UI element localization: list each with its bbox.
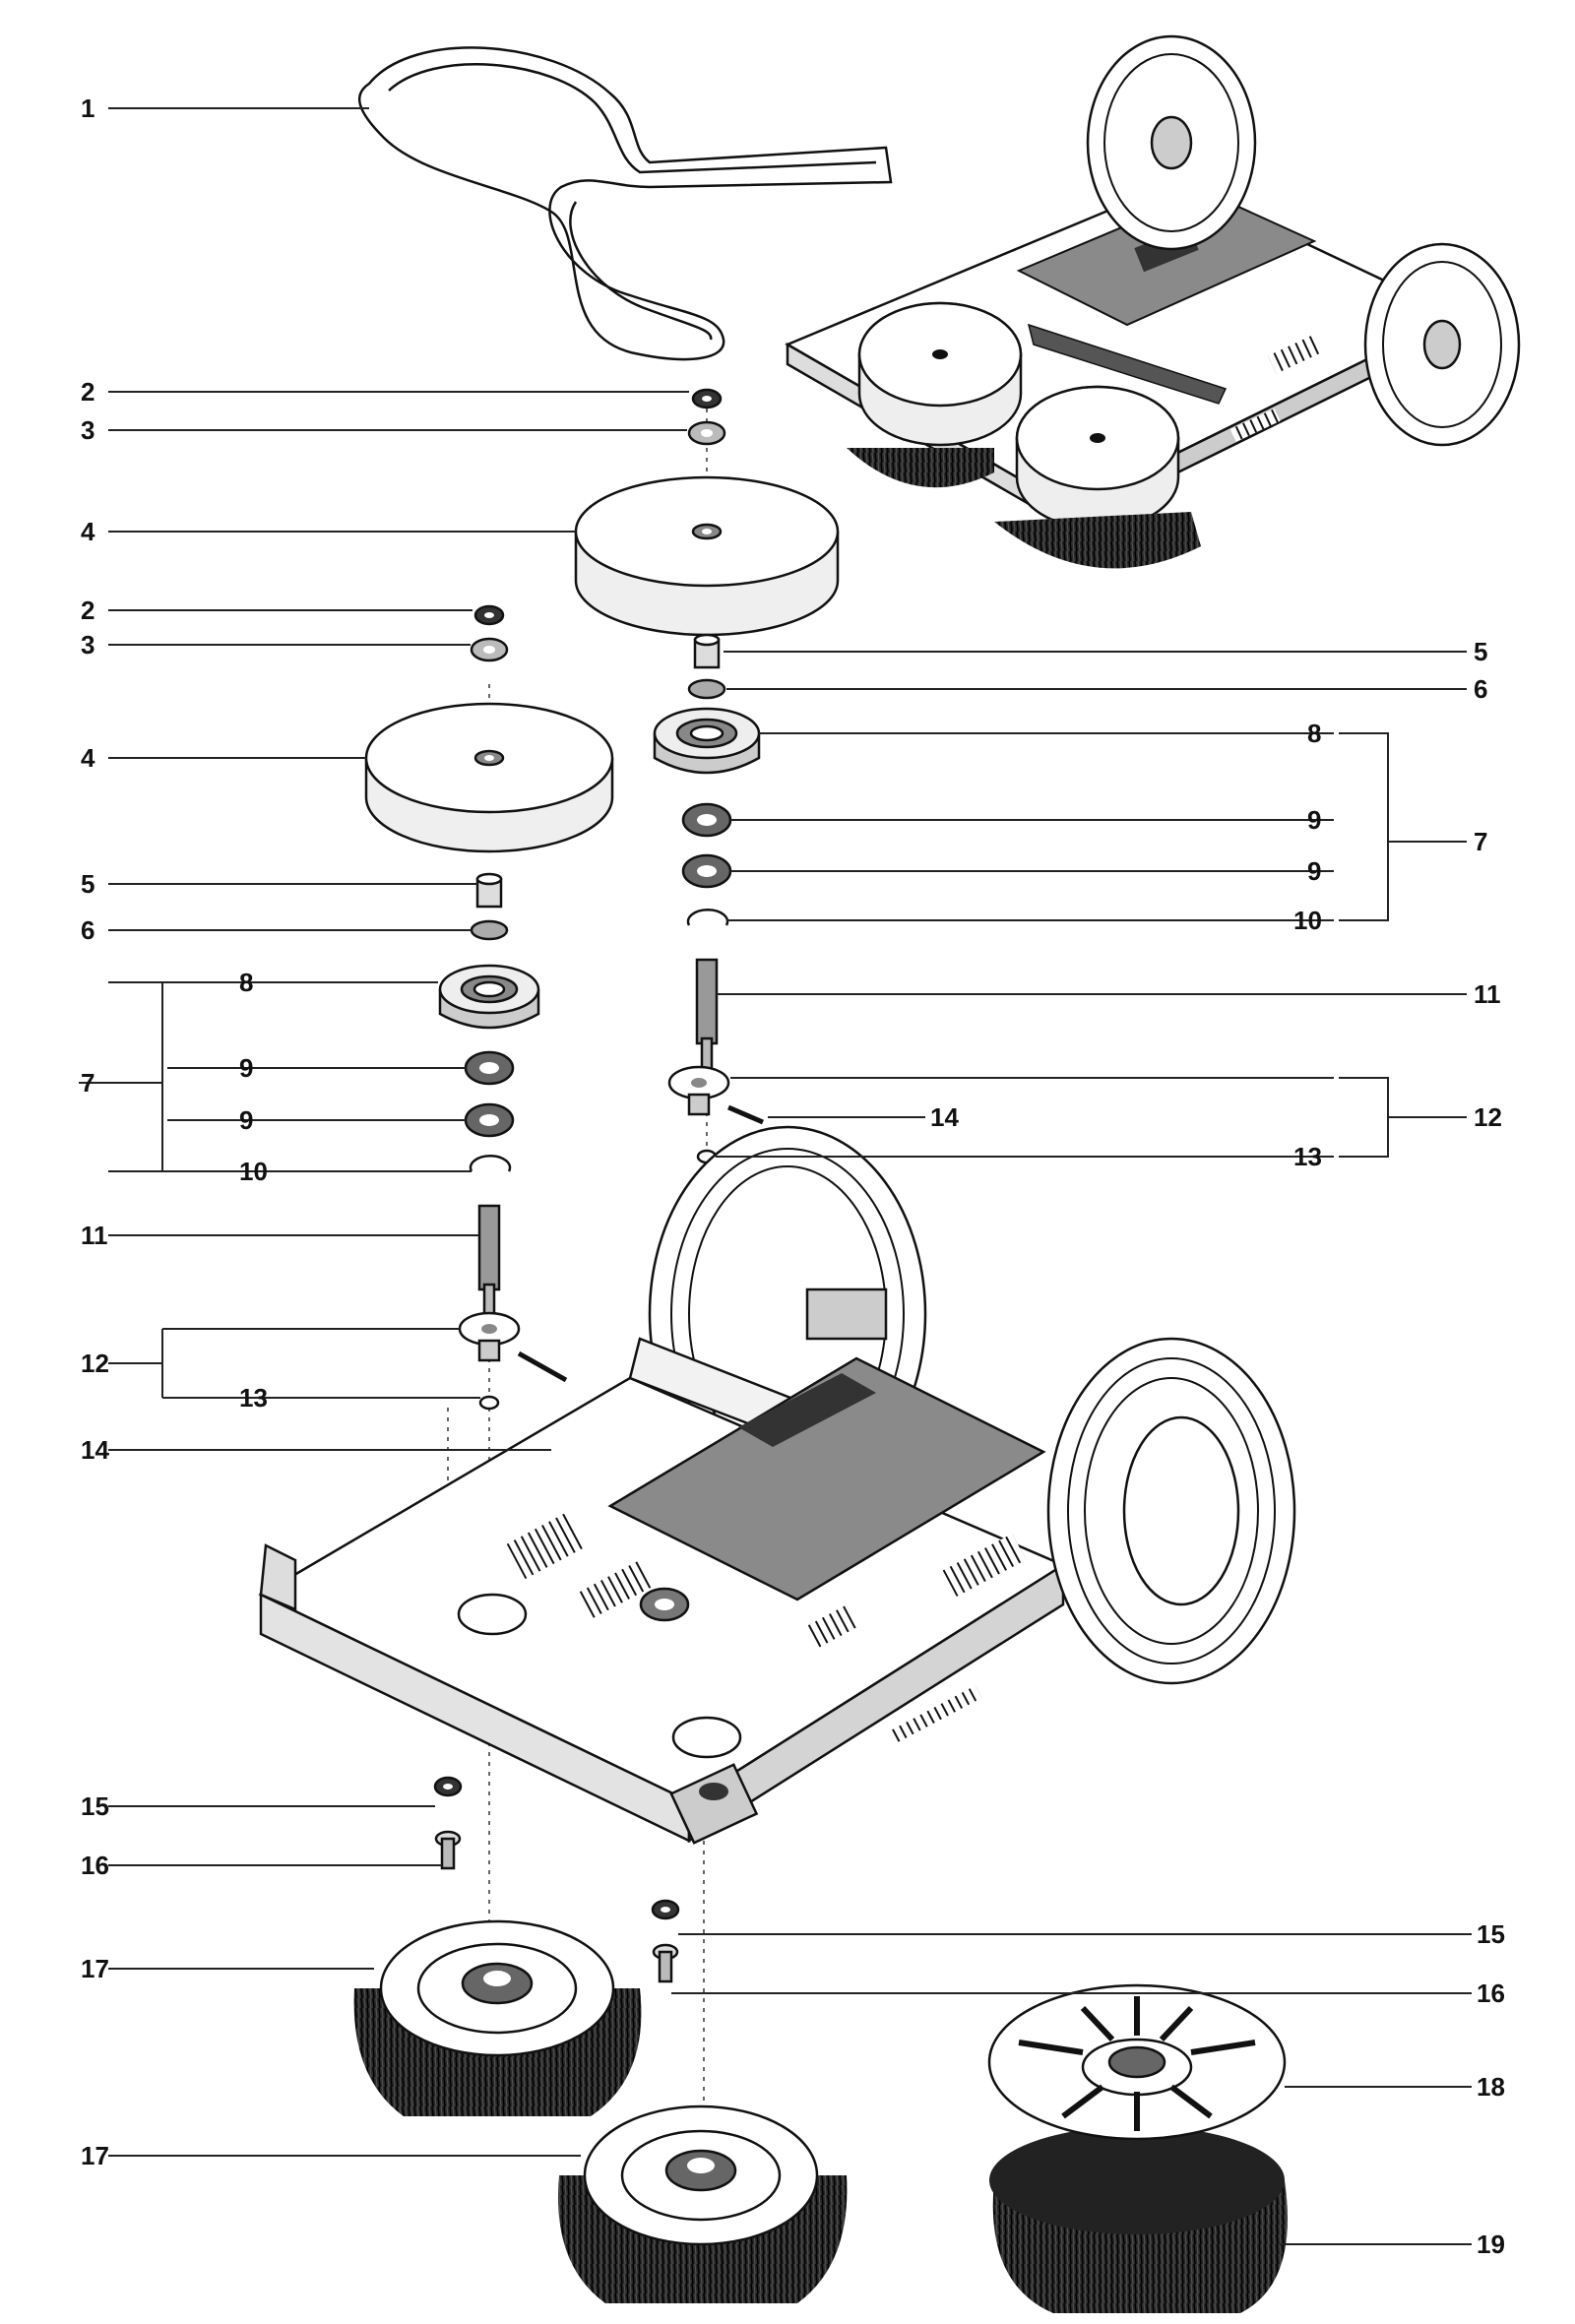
callout-4-left: 4 [81,743,95,773]
callout-6-left: 6 [81,915,94,945]
callout-9: 9 [1307,805,1321,835]
callout-5: 5 [1474,637,1487,666]
callout-labels: 1 2 3 4 2 3 4 5 6 8 9 9 10 7 11 14 12 13… [81,94,1505,2259]
callout-9-b: 9 [1307,856,1321,886]
callout-2-left: 2 [81,596,94,625]
callout-4: 4 [81,517,95,546]
chassis-assembly [258,1125,1296,1845]
callout-3-left: 3 [81,630,94,660]
callout-14-left: 14 [81,1435,109,1465]
callout-12-left: 12 [81,1349,109,1378]
callout-11-left: 11 [81,1221,108,1250]
callout-10: 10 [1293,906,1322,935]
callout-17-left: 17 [81,1954,109,1983]
callout-1: 1 [81,94,94,123]
callout-10-left: 10 [239,1157,268,1186]
left-spindle-stack [364,604,614,1411]
inset-assembled-view [785,34,1521,569]
callout-18: 18 [1477,2072,1505,2102]
callout-8-left: 8 [239,968,253,997]
callout-9-left-b: 9 [239,1105,253,1135]
brush-left [353,1919,642,2116]
callout-6: 6 [1474,674,1487,704]
callout-16-right: 16 [1477,1979,1505,2008]
callout-11: 11 [1474,979,1501,1009]
callout-15-right: 15 [1477,1919,1505,1949]
callout-13: 13 [1293,1142,1322,1171]
callout-13-left: 13 [239,1383,268,1413]
callout-3: 3 [81,415,94,445]
brush-fasteners [433,1776,680,1983]
callout-9-left: 9 [239,1053,253,1083]
callout-16-left: 16 [81,1851,109,1880]
callout-15-left: 15 [81,1791,109,1821]
callout-19: 19 [1477,2230,1505,2259]
leader-lines [79,107,1472,2245]
callout-14: 14 [930,1102,959,1132]
right-spindle-stack [574,388,840,1164]
callout-7-left: 7 [81,1068,94,1098]
callout-2: 2 [81,377,94,407]
drive-belt [357,46,893,361]
brush-center [557,2104,848,2303]
callout-7: 7 [1474,827,1487,856]
callout-17-center: 17 [81,2141,109,2170]
brush-plate-and-bristles [987,1983,1288,2313]
callout-8: 8 [1307,719,1321,748]
callout-5-left: 5 [81,869,94,899]
callout-12: 12 [1474,1102,1502,1132]
